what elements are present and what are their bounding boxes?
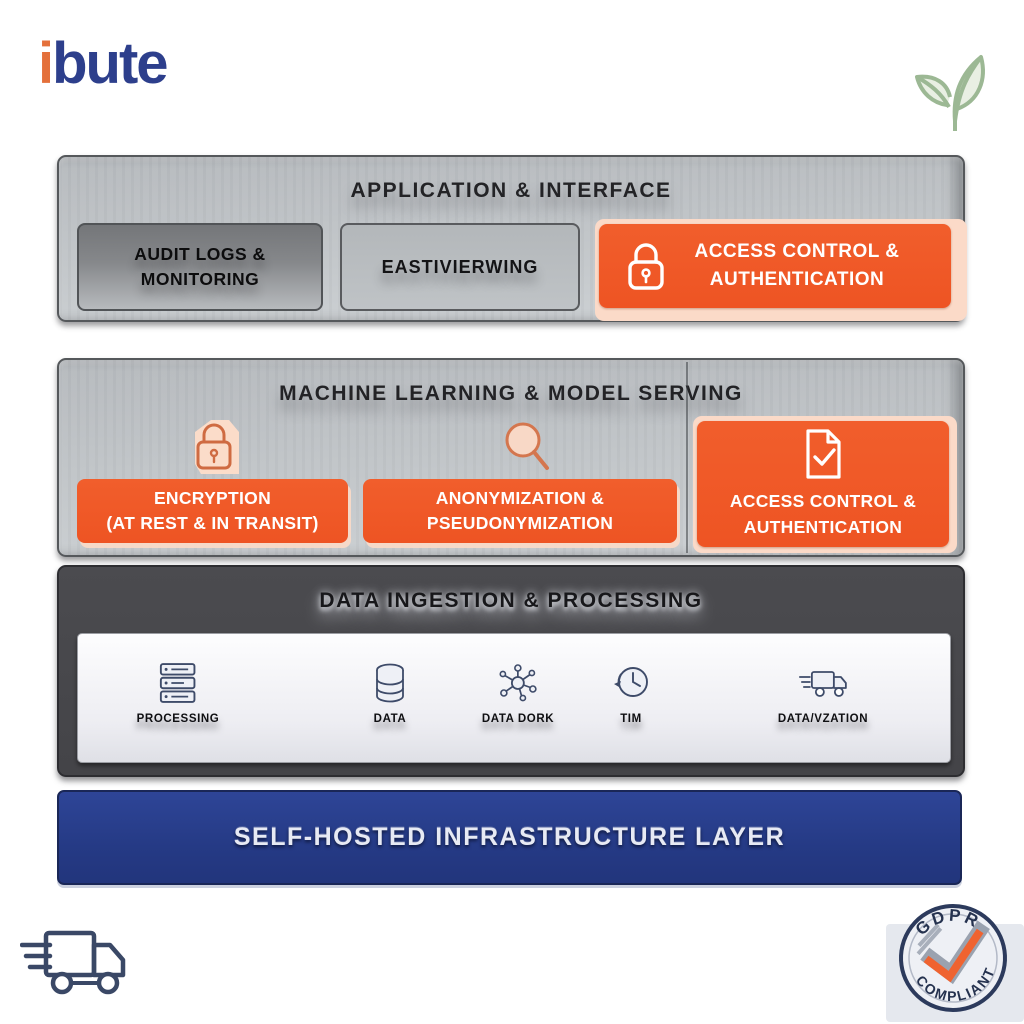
database-icon [376,663,404,703]
layer-data-ingestion: DATA INGESTION & PROCESSING PROCESSING [57,565,965,777]
data-item-network: DATA DORK [482,662,554,725]
layer-machine-learning: MACHINE LEARNING & MODEL SERVING ENCRYPT… [57,358,965,557]
data-item-label: PROCESSING [136,713,220,725]
encryption-box: ENCRYPTION (AT REST & IN TRANSIT) [77,479,348,543]
clock-history-icon [614,667,648,697]
document-check-icon [806,429,841,479]
ml-divider-line [686,362,688,553]
access-control-halo: ACCESS CONTROL & AUTHENTICATION [595,219,967,321]
data-item-data: DATA [370,662,410,725]
delivery-truck-icon-large [20,930,126,995]
layer-ml-title: MACHINE LEARNING & MODEL SERVING [279,382,743,405]
logo-text: bute [52,31,168,96]
encryption-lock-icon [195,420,239,474]
access-control-label-app: ACCESS CONTROL & AUTHENTICATION [694,241,900,290]
audit-logs-monitoring-box: AUDIT LOGS & MONITORING [77,223,323,311]
delivery-truck-icon [799,671,847,697]
viewer-box: EASTIVIERWING [340,223,580,311]
gdpr-compliant-stamp: GDPR COMPLIANT [899,901,1007,1012]
plant-leaves-icon [915,55,985,131]
access-control-halo-ml: ACCESS CONTROL & AUTHENTICATION [693,416,957,553]
layer-application-title: APPLICATION & INTERFACE [350,179,672,202]
data-item-label: TIM [620,713,642,725]
data-item-time: TIM [609,662,653,725]
logo-prefix: i [38,31,54,96]
infrastructure-title: SELF-HOSTED INFRASTRUCTURE LAYER [233,823,786,851]
access-control-box-app: ACCESS CONTROL & AUTHENTICATION [599,224,951,308]
data-components-panel: PROCESSING DATA [77,633,951,763]
layer-infrastructure: SELF-HOSTED INFRASTRUCTURE LAYER [57,790,962,885]
access-control-box-ml: ACCESS CONTROL & AUTHENTICATION [697,421,949,547]
data-item-virtualization: DATA/VZATION [778,662,868,725]
data-item-label: DATA DORK [481,713,555,725]
data-item-processing: PROCESSING [137,662,220,725]
magnifier-icon [505,422,549,470]
server-stack-icon [160,663,196,703]
layer-application-interface: APPLICATION & INTERFACE AUDIT LOGS & MON… [57,155,967,322]
data-item-label: DATA/VZATION [777,713,869,725]
anonymization-box: ANONYMIZATION & PSEUDONYMIZATION [363,479,677,543]
data-item-label: DATA [373,713,407,725]
padlock-icon [628,243,664,290]
access-control-label-ml: ACCESS CONTROL & AUTHENTICATION [729,491,917,537]
network-nodes-icon [499,664,537,702]
logo: ibute [38,30,169,97]
layer-data-title: DATA INGESTION & PROCESSING [319,589,703,612]
